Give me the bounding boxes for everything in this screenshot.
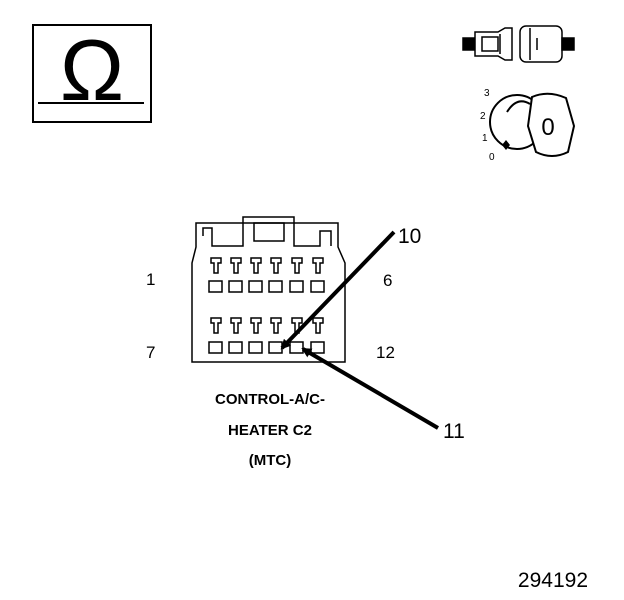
pin-label-7: 7 — [146, 343, 155, 362]
cavity-terminal — [248, 280, 263, 293]
cavity-terminal — [268, 280, 283, 293]
cavity-latch — [291, 257, 303, 274]
cavity-terminal — [208, 280, 223, 293]
ignition-position-2: 2 — [480, 111, 486, 122]
connector-face — [191, 216, 346, 363]
cavity-latch — [270, 257, 282, 274]
cavity-terminal — [228, 341, 243, 354]
pin-label-6: 6 — [383, 271, 392, 290]
ignition-position-0: 0 — [489, 152, 495, 163]
arrow-pin-10 — [280, 230, 396, 350]
cavity-latch — [312, 257, 324, 274]
cavity-terminal — [289, 341, 304, 354]
pin-label-12: 12 — [376, 343, 395, 362]
disconnected-connector-icon — [462, 25, 575, 63]
ignition-position-1: 1 — [482, 133, 488, 144]
connector-cavities — [208, 257, 325, 354]
cavity-terminal — [208, 341, 223, 354]
cavity-terminal — [310, 280, 325, 293]
ignition-key-icon: 0 0 1 2 3 — [480, 88, 576, 163]
cavity-latch — [250, 317, 262, 334]
cavity-latch — [230, 257, 242, 274]
cavity-terminal — [268, 341, 283, 354]
cavity-latch — [210, 257, 222, 274]
cavity-terminal — [310, 341, 325, 354]
arrow-pin-11 — [301, 347, 440, 430]
figure-number: 294192 — [518, 569, 588, 592]
arrow-label-10: 10 — [398, 225, 421, 248]
cavity-latch — [250, 257, 262, 274]
ohmmeter-icon: Ω — [32, 23, 152, 123]
connector-caption-line-3: (MTC) — [249, 452, 291, 469]
cavity-latch — [210, 317, 222, 334]
cavity-terminal — [228, 280, 243, 293]
cavity-terminal — [289, 280, 304, 293]
pin-label-1: 1 — [146, 270, 155, 289]
ohm-symbol: Ω — [60, 23, 124, 119]
cavity-latch — [312, 317, 324, 334]
connector-caption-line-2: HEATER C2 — [228, 422, 312, 439]
cavity-latch — [230, 317, 242, 334]
arrow-label-11: 11 — [443, 420, 465, 443]
ignition-position-3: 3 — [484, 88, 490, 99]
connector-caption-line-1: CONTROL-A/C- — [215, 391, 325, 408]
cavity-terminal — [248, 341, 263, 354]
cavity-latch — [270, 317, 282, 334]
ignition-key-label: 0 — [541, 114, 554, 141]
